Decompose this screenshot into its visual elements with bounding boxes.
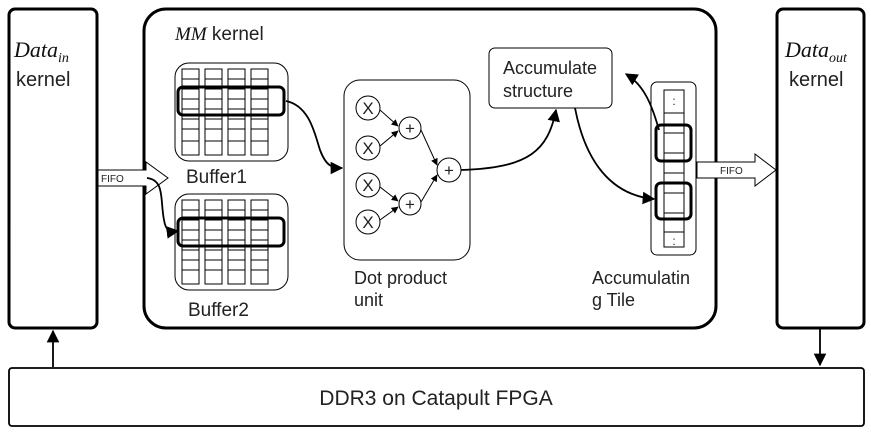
accumulating-tile: : : Accumulatin g Tile [592,81,697,310]
acc-tile-top-dots: : [672,94,675,108]
buffer2: Buffer2 [174,193,289,321]
accumulate-label-2: structure [503,81,573,101]
dot-product-wires [379,109,438,221]
buffer1-label: Buffer1 [186,167,247,188]
data-out-name: Data [784,37,829,62]
adder-2 [398,192,422,216]
ddr3-label: DDR3 on Catapult FPGA [319,387,552,410]
buffer2-cells [181,199,269,285]
multiplier-3 [355,172,381,198]
accumulate-structure: Accumulate structure [488,47,613,109]
acc-tile-label-1: Accumulatin [592,268,690,288]
adder-1 [398,116,422,140]
data-in-kernel: Datain kernel [7,7,99,330]
data-out-kernel-label: kernel [789,69,843,91]
acc-tile-read-slot [654,123,693,163]
multiplier-4-symbol: X [362,213,373,232]
arrow-dot-to-accumulate [460,108,560,171]
svg-text:Datain: Datain [13,37,69,66]
fifo-in-label: FIFO [101,174,124,185]
arrow-fifo-to-buffer2 [146,177,180,239]
adder-1-symbol: + [405,119,415,138]
acc-tile-write-slot [654,181,693,221]
multiplier-2 [355,135,381,161]
arrow-tile-to-accumulate [624,73,660,131]
flow-arrows [46,73,827,367]
data-out-kernel: Dataout kernel [775,7,866,330]
buffer2-label: Buffer2 [188,300,249,321]
dot-product-label-2: unit [354,290,383,310]
dot-product-unit: X X X X + + + Dot product unit [343,79,471,310]
ddr3-memory: DDR3 on Catapult FPGA [8,367,865,427]
buffer1-cells [181,68,269,156]
multiplier-4 [355,209,381,235]
accumulate-label-1: Accumulate [503,58,597,78]
fifo-out-label: FIFO [720,166,743,177]
buffer1-selected-row [176,85,286,117]
multiplier-1 [355,95,381,121]
data-in-name: Data [13,37,58,62]
mm-kernel-name: MM [174,24,208,45]
multiplier-3-symbol: X [362,176,373,195]
fifo-out-arrow: FIFO [696,152,777,188]
svg-text:MM kernel: MM kernel [174,24,264,45]
dot-product-label-1: Dot product [354,268,447,288]
data-out-subscript: out [829,51,848,66]
mm-kernel-suffix: kernel [207,24,264,45]
multiplier-2-symbol: X [362,139,373,158]
acc-tile-label-2: g Tile [592,290,635,310]
buffer1: Buffer1 [174,62,289,188]
acc-tile-bottom-dots: : [672,234,675,248]
adder-2-symbol: + [405,195,415,214]
fifo-in-arrow: FIFO [97,161,169,195]
adder-3-symbol: + [444,161,454,180]
svg-text:Dataout: Dataout [784,37,848,66]
multiplier-1-symbol: X [362,99,373,118]
data-in-kernel-label: kernel [16,69,70,91]
arrow-buffer1-to-dot [285,100,344,175]
arrow-accumulate-to-tile [574,107,656,205]
data-in-subscript: in [58,51,69,66]
